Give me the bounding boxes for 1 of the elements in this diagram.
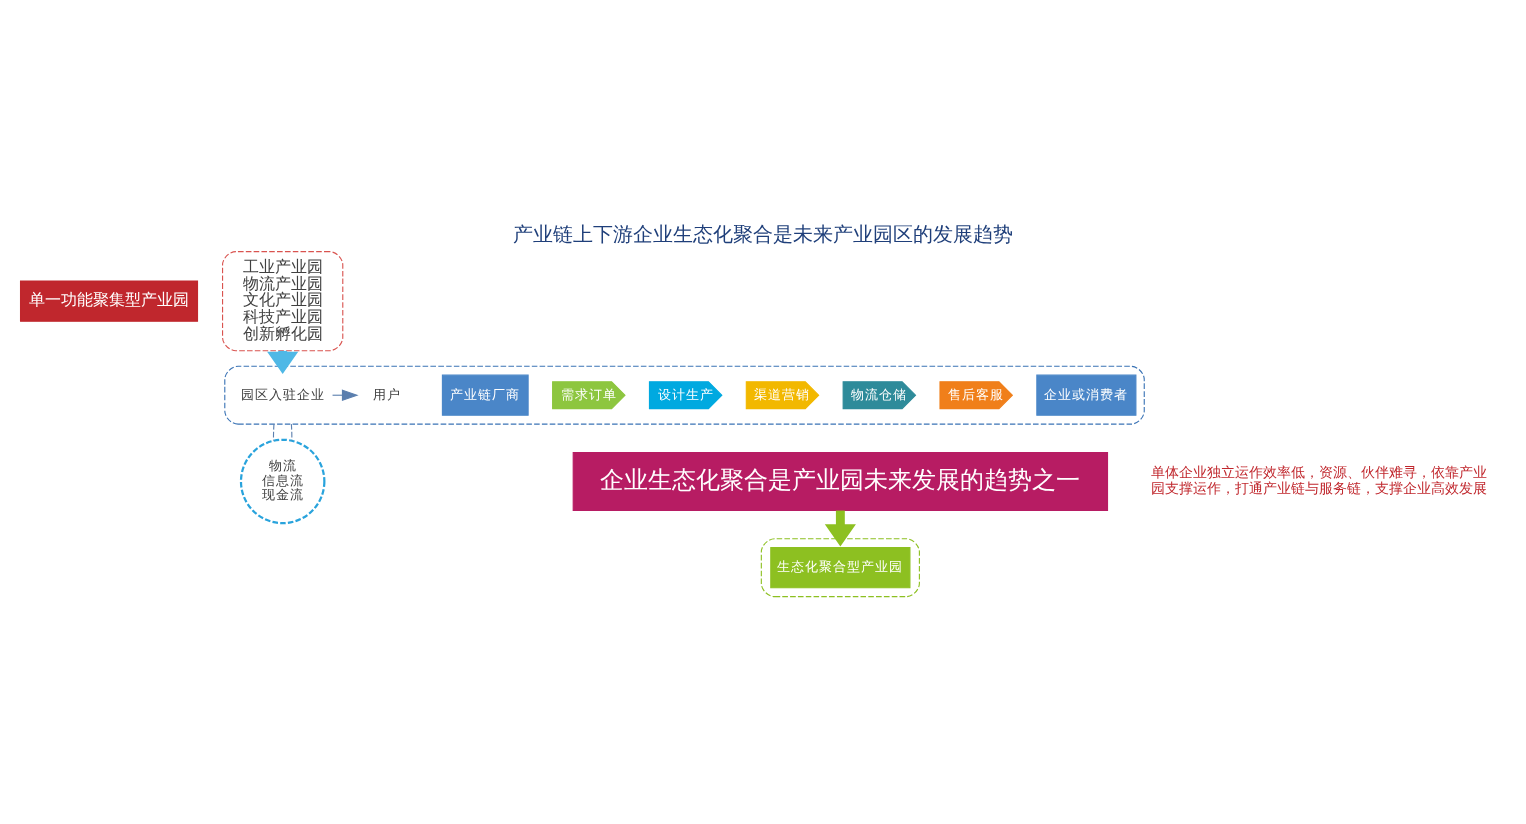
diagram-title: 产业链上下游企业生态化聚合是未来产业园区的发展趋势 — [513, 223, 1013, 246]
